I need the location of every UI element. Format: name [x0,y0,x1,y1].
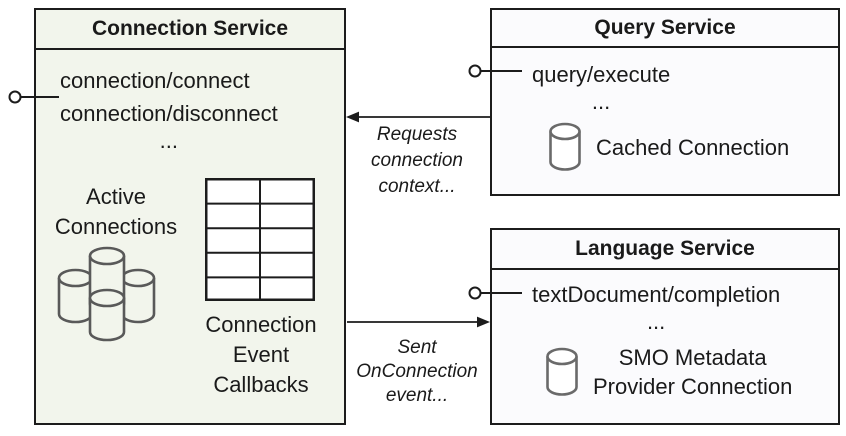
database-icon [546,347,578,396]
cached-connection-row: Cached Connection [548,122,789,172]
interface-lollipop-icon [468,286,522,300]
connection-methods: connection/connect connection/disconnect… [60,64,278,152]
language-service-box: Language Service textDocument/completion… [490,228,840,425]
requests-connection-arrow [346,111,490,123]
requests-annotation: Requests connection context... [371,124,463,197]
callbacks-table-icon [205,178,315,301]
ellipsis-label: ... [646,309,666,334]
cached-connection-label: Cached Connection [596,134,790,160]
callbacks-label: Connection Event Callbacks [205,312,317,397]
interface-lollipop-icon [8,90,59,104]
onconnection-event-arrow [347,316,490,328]
connection-service-title: Connection Service [91,17,289,40]
connection-service-header: Connection Service [36,10,344,50]
ellipsis-label: ... [159,128,179,153]
smo-connection-row: SMO Metadata Provider Connection [545,343,792,401]
query-methods: query/execute ... [532,58,670,113]
language-methods: textDocument/completion ... [532,278,780,333]
smo-metadata-label: SMO Metadata Provider Connection [593,345,793,399]
method-label: connection/disconnect [60,101,278,126]
database-cluster-icon [57,246,156,342]
method-label: connection/connect [60,68,250,93]
database-icon [549,122,581,171]
interface-lollipop-icon [468,64,522,78]
method-label: query/execute [532,62,671,87]
connection-service-box: Connection Service connection/connect co… [34,8,346,425]
onconnection-annotation: Sent OnConnection event... [356,337,478,406]
query-service-box: Query Service query/execute ... Cached C… [490,8,840,196]
active-connections-label: Active Connections [54,184,178,239]
language-service-header: Language Service [492,230,838,270]
query-service-header: Query Service [492,10,838,48]
method-label: textDocument/completion [532,282,781,307]
query-service-title: Query Service [594,16,736,39]
language-service-title: Language Service [575,237,755,260]
ellipsis-label: ... [591,89,611,114]
